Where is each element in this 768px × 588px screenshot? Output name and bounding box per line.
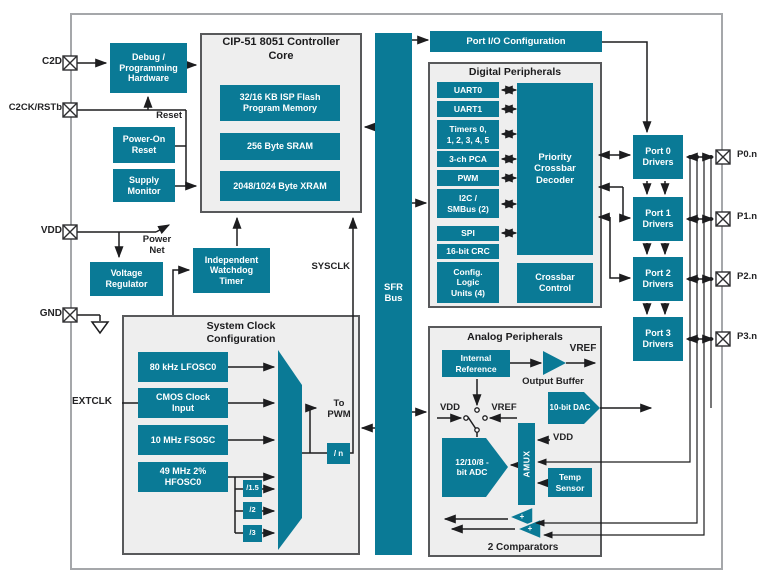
divider-n-block: / n [327,443,350,464]
temp-sensor-block: Temp Sensor [548,468,592,497]
core-title: CIP-51 8051 Controller Core [222,36,340,62]
divider-2-block: /2 [243,502,262,519]
amux-label: AMUX [521,450,532,478]
config-logic-units-block: Config. Logic Units (4) [437,262,499,303]
fsosc-block: 10 MHz FSOSC [138,425,228,455]
i2c-smbus-block: I2C / SMBus (2) [437,189,499,218]
spi-block: SPI [437,226,499,241]
pin-p0-label: P0.n [737,149,758,160]
pin-gnd-label: GND [39,308,62,319]
comparators-label: 2 Comparators [487,542,559,553]
to-pwm-label: To PWM [327,398,351,420]
port3-drivers-block: Port 3 Drivers [633,317,683,361]
port0-drivers-block: Port 0 Drivers [633,135,683,179]
uart0-block: UART0 [437,82,499,98]
sfr-bus [375,33,412,555]
supply-monitor-block: Supply Monitor [113,169,175,202]
vdd-switch-label: VDD [439,402,461,413]
pca-block: 3-ch PCA [437,151,499,167]
sfr-bus-label: SFR Bus [384,281,403,304]
vref-switch-label: VREF [491,402,517,413]
pin-p3-label: P3.n [737,331,758,342]
crc-block: 16-bit CRC [437,244,499,259]
digital-peripherals-title: Digital Peripherals [468,66,562,78]
reset-net-label: Reset [156,110,182,121]
pwm-block: PWM [437,170,499,186]
divider-3-block: /3 [243,525,262,542]
comparator-plus-1: + [519,512,525,522]
dac-label: 10-bit DAC [549,403,591,413]
pin-p2-label: P2.n [737,271,758,282]
port-io-config-block: Port I/O Configuration [430,31,602,52]
uart1-block: UART1 [437,101,499,117]
power-on-reset-block: Power-On Reset [113,127,175,163]
comparator-plus-2: + [527,524,533,534]
internal-reference-block: Internal Reference [442,350,510,377]
pin-p1-label: P1.n [737,211,758,222]
vdd-amux-label: VDD [553,432,574,443]
extclk-label: EXTCLK [72,396,112,407]
port2-drivers-block: Port 2 Drivers [633,257,683,301]
adc-label: 12/10/8 - bit ADC [455,456,489,477]
power-net-label: Power Net [142,234,172,256]
port1-drivers-block: Port 1 Drivers [633,197,683,241]
sysclk-label: SYSCLK [311,261,350,272]
debug-hardware-block: Debug / Programming Hardware [110,43,187,93]
lfosc-block: 80 kHz LFOSC0 [138,352,228,382]
system-clock-title: System Clock Configuration [206,320,276,346]
watchdog-timer-block: Independent Watchdog Timer [193,248,270,293]
flash-memory-block: 32/16 KB ISP Flash Program Memory [220,85,340,121]
pin-vdd-label: VDD [40,225,62,236]
divider-1p5-block: /1.5 [243,480,262,497]
pin-c2ck-label: C2CK/RSTb [8,102,62,113]
hfosc-block: 49 MHz 2% HFOSC0 [138,462,228,492]
crossbar-decoder-block: Priority Crossbar Decoder [517,83,593,255]
xram-block: 2048/1024 Byte XRAM [220,171,340,201]
sram-block: 256 Byte SRAM [220,133,340,160]
cmos-clock-block: CMOS Clock Input [138,388,228,418]
crossbar-control-block: Crossbar Control [517,263,593,303]
pin-c2d-label: C2D [41,56,62,67]
timers-block: Timers 0, 1, 2, 3, 4, 5 [437,120,499,149]
output-buffer-label: Output Buffer [522,376,584,387]
voltage-regulator-block: Voltage Regulator [90,262,163,296]
amux-block: AMUX [518,423,535,505]
vref-out-label: VREF [569,343,597,354]
